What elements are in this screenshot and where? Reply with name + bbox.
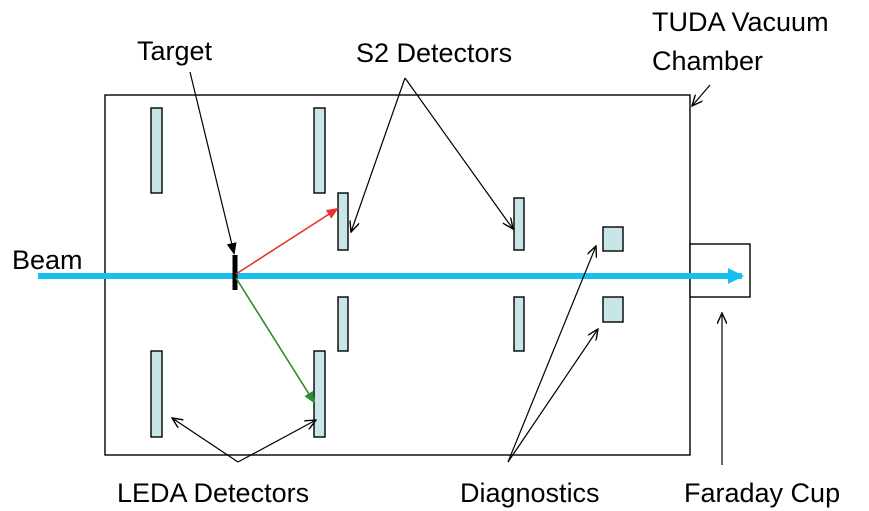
diagnostics-callout-arrow-1: [507, 246, 596, 463]
leda-detector-downstream-top: [313, 107, 326, 194]
s2-callout-arrow-2: [404, 77, 513, 229]
leda-callout-arrow-2: [237, 420, 316, 463]
s2-callout-arrow-1: [351, 77, 406, 232]
leda-detector-upstream-top: [150, 107, 163, 194]
tuda-callout-arrow: [692, 84, 711, 106]
red-trajectory-arrow: [235, 207, 339, 275]
label-faraday-cup: Faraday Cup: [684, 478, 840, 508]
green-trajectory-arrow: [235, 277, 316, 404]
leda-callout-arrow-1: [172, 418, 239, 463]
faraday-cup: [689, 243, 751, 298]
s2-detector-1-top: [337, 192, 349, 251]
diagnostic-top: [602, 226, 624, 252]
target-callout-arrow: [189, 71, 237, 255]
label-tuda-line2: Chamber: [652, 46, 763, 76]
label-diagnostics: Diagnostics: [460, 478, 600, 508]
label-leda-detectors: LEDA Detectors: [117, 478, 309, 508]
label-target: Target: [137, 36, 213, 66]
label-s2-detectors: S2 Detectors: [356, 38, 512, 68]
label-tuda-line1: TUDA Vacuum: [652, 7, 829, 37]
diagnostic-bottom: [602, 296, 624, 323]
s2-detector-2-bottom: [513, 296, 525, 352]
diagnostics-callout-arrow-2: [507, 329, 598, 463]
leda-detector-downstream-bottom: [313, 350, 326, 438]
label-beam: Beam: [12, 245, 83, 275]
s2-detector-2-top: [513, 197, 525, 251]
leda-detector-upstream-bottom: [150, 350, 163, 438]
s2-detector-1-bottom: [337, 296, 349, 352]
